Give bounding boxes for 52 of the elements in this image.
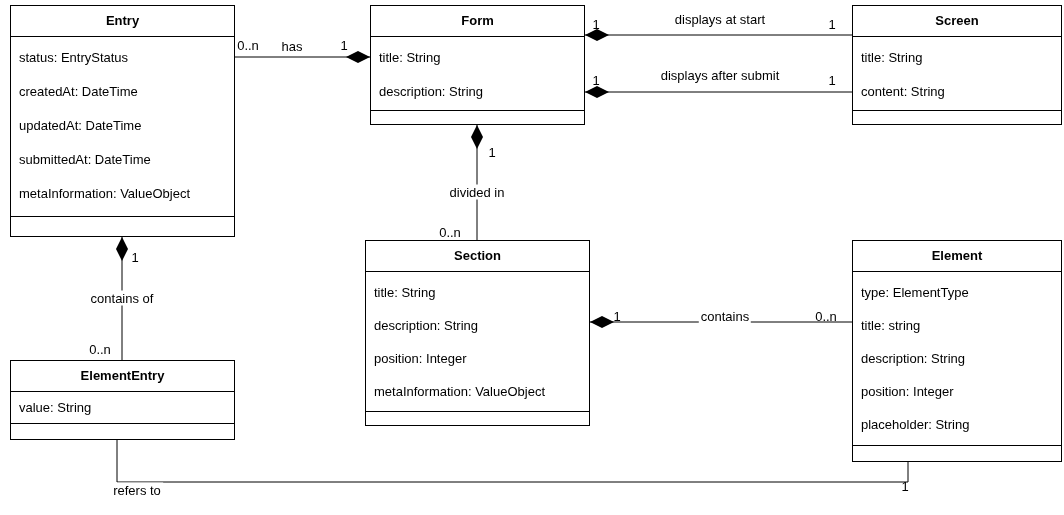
multiplicity-label: 1: [488, 144, 496, 160]
multiplicity-label: 0..n: [89, 341, 111, 357]
composition-connector: [584, 29, 853, 41]
composition-connector: [234, 51, 371, 63]
attribute-text: description: String: [861, 351, 966, 366]
attribute-text: createdAt: DateTime: [19, 84, 138, 99]
attribute-text: title: String: [861, 50, 923, 65]
attribute-text: value: String: [19, 400, 92, 415]
attribute-text: status: EntryStatus: [19, 50, 129, 65]
multiplicity-label: 0..n: [439, 224, 461, 240]
attribute-text: description: String: [379, 84, 484, 99]
attribute-text: content: String: [861, 84, 945, 99]
multiplicity-label: 1: [131, 249, 139, 265]
multiplicity-label: 1: [592, 16, 600, 32]
composition-connector: [584, 86, 853, 98]
class-name: Screen: [853, 6, 1061, 37]
class-box: [852, 5, 1062, 125]
attribute-text: position: Integer: [861, 384, 954, 399]
multiplicity-label: 1: [828, 72, 836, 88]
class-name: Entry: [11, 6, 234, 37]
attribute-text: metaInformation: ValueObject: [374, 384, 545, 399]
class-name: Section: [366, 241, 589, 272]
multiplicity-label: 1: [592, 72, 600, 88]
attribute-text: placeholder: String: [861, 417, 970, 432]
edge-label: divided in: [447, 184, 507, 200]
attribute-text: metaInformation: ValueObject: [19, 186, 190, 201]
class-name: Form: [371, 6, 584, 37]
attribute-text: description: String: [374, 318, 479, 333]
class-box: [365, 240, 590, 426]
class-box: [370, 5, 585, 125]
multiplicity-label: 1: [340, 37, 348, 53]
composition-connector: [471, 124, 483, 241]
attribute-text: submittedAt: DateTime: [19, 152, 151, 167]
class-box: [10, 5, 235, 237]
attribute-text: type: ElementType: [861, 285, 969, 300]
class-box: [852, 240, 1062, 462]
attribute-text: updatedAt: DateTime: [19, 118, 142, 133]
multiplicity-label: 1: [828, 16, 836, 32]
attribute-text: title: string: [861, 318, 921, 333]
attribute-text: title: String: [374, 285, 436, 300]
association-line: [116, 439, 909, 483]
attribute-text: title: String: [379, 50, 441, 65]
composition-connector: [116, 236, 128, 361]
class-box: [10, 360, 235, 440]
edge-label: contains of: [88, 290, 156, 306]
multiplicity-label: 1: [613, 308, 621, 324]
attribute-text: position: Integer: [374, 351, 467, 366]
multiplicity-label: 0..n: [815, 308, 837, 324]
class-name: ElementEntry: [11, 361, 234, 392]
class-name: Element: [853, 241, 1061, 272]
multiplicity-label: 0..n: [237, 37, 259, 53]
multiplicity-label: 1: [901, 478, 909, 494]
